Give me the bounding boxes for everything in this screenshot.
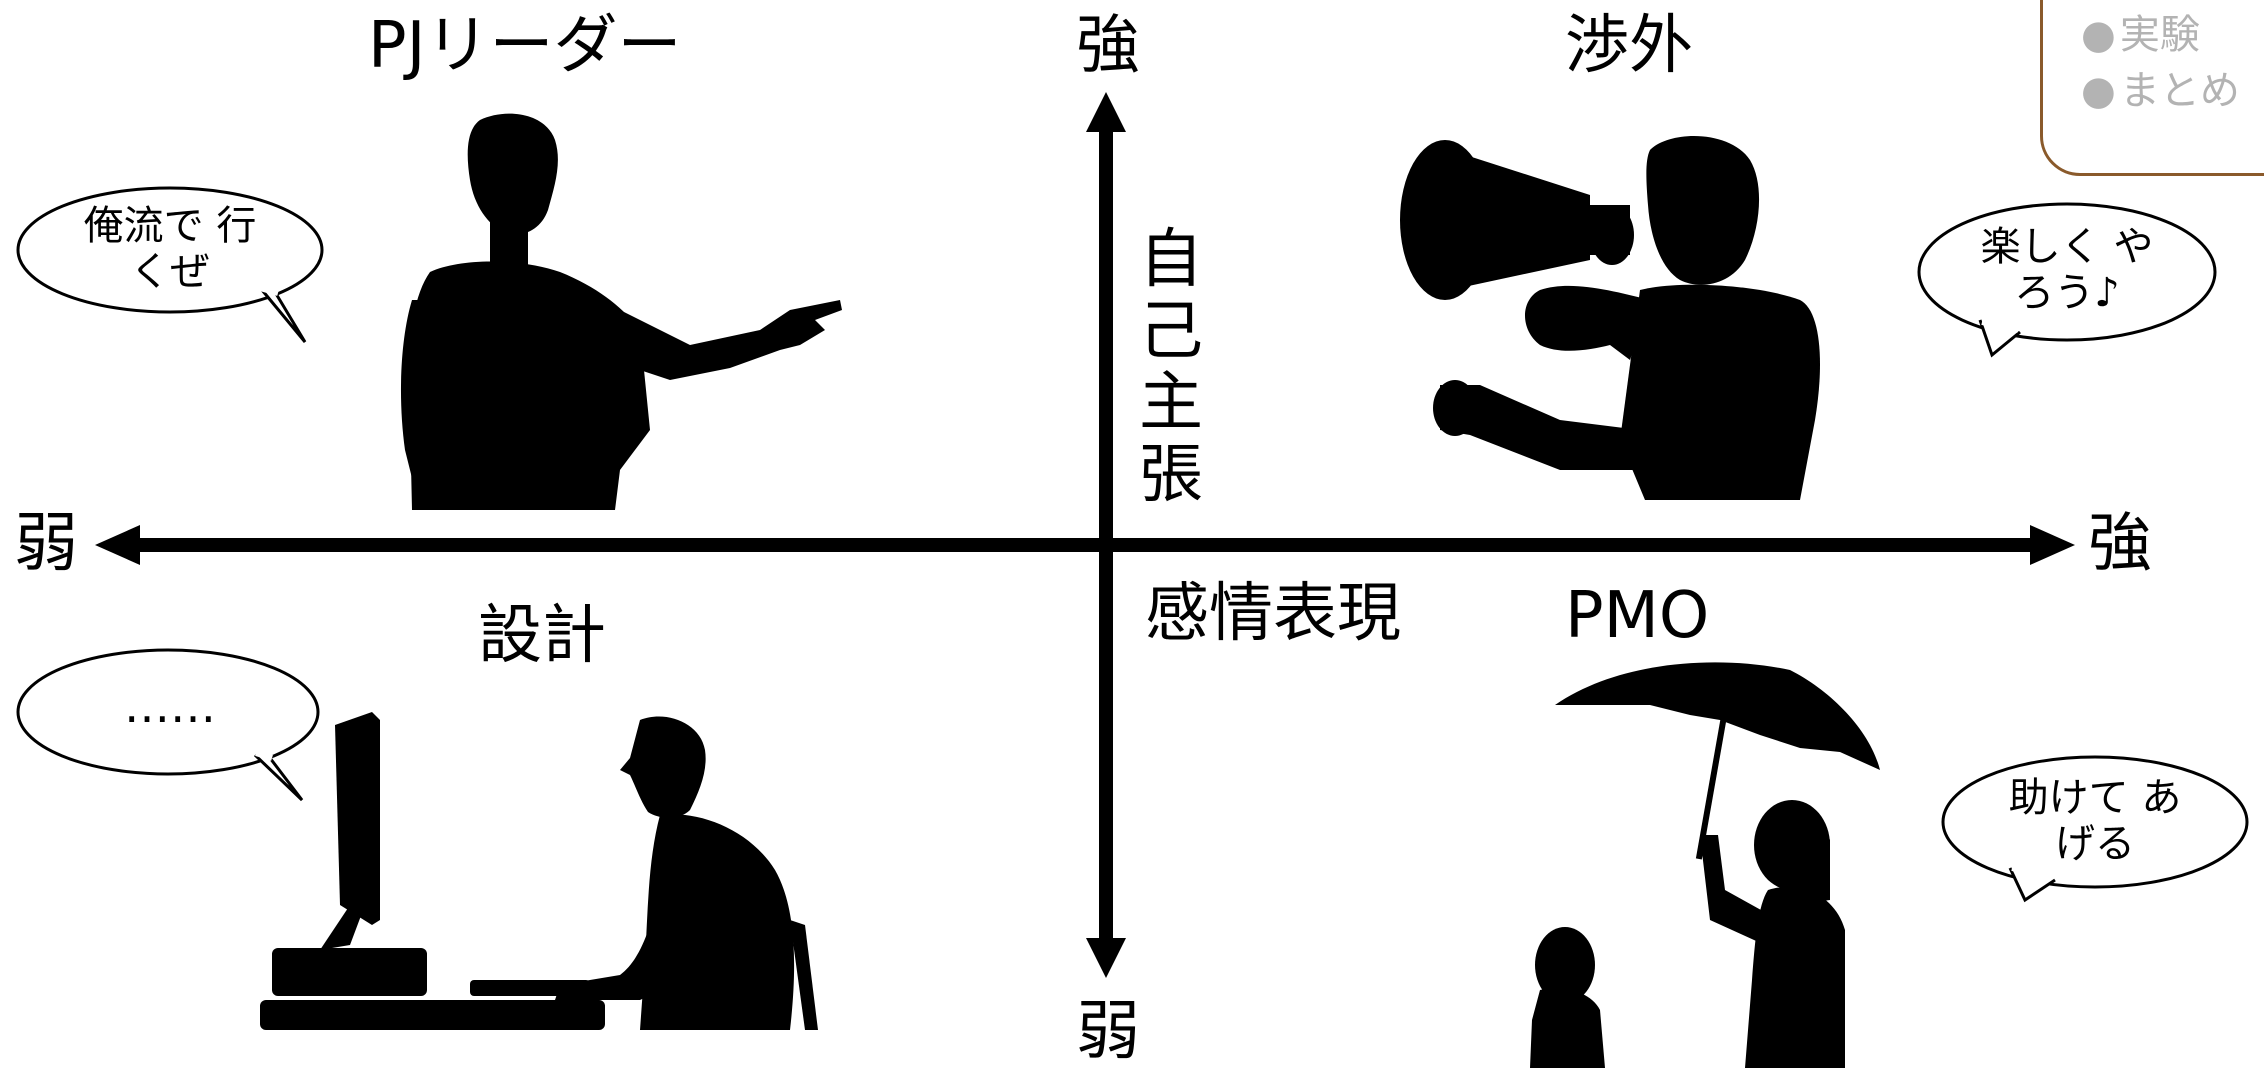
horizontal-axis — [95, 525, 2075, 565]
vertical-axis-title: 自己主張 — [1139, 223, 1203, 513]
section-nav: ●実験 ●まとめ — [2040, 0, 2264, 176]
axis-right-label: 強 — [2088, 507, 2152, 581]
speech-text-negotiation: 楽しく やろう♪ — [1980, 224, 2154, 316]
axis-bottom-label: 弱 — [1076, 995, 1140, 1069]
speech-bubble-bottom-left — [16, 648, 320, 802]
bullet-icon: ● — [2081, 12, 2116, 58]
vertical-axis — [1086, 92, 1126, 978]
speech-bubble-bottom-right — [1941, 755, 2249, 903]
megaphone-man-silhouette — [1400, 136, 1820, 500]
horizontal-axis-title: 感情表現 — [1145, 577, 1401, 651]
nav-item-label: まとめ — [2119, 68, 2240, 114]
nav-item-experiment[interactable]: ●実験 — [2081, 15, 2200, 55]
pointing-man-silhouette — [400, 113, 842, 510]
speech-text-pj-leader: 俺流で 行くぜ — [83, 203, 257, 295]
axis-left-label: 弱 — [14, 507, 78, 581]
speech-text-design: …… — [124, 679, 216, 733]
nav-item-summary[interactable]: ●まとめ — [2081, 71, 2240, 111]
quadrant-title-design: 設計 — [478, 599, 606, 673]
quadrant-title-pj-leader: PJリーダー — [368, 9, 682, 83]
quadrant-title-pmo: PMO — [1565, 579, 1710, 653]
umbrella-silhouette — [1530, 662, 1880, 1068]
speech-bubble-top-right — [1917, 202, 2217, 358]
quadrant-title-negotiation: 渉外 — [1565, 9, 1693, 83]
nav-item-label: 実験 — [2119, 12, 2200, 58]
speech-bubble-top-left — [16, 186, 324, 343]
speech-text-pmo: 助けて あげる — [2008, 775, 2182, 867]
axis-top-label: 強 — [1076, 9, 1140, 83]
computer-user-silhouette — [260, 712, 818, 1030]
bullet-icon: ● — [2081, 68, 2116, 114]
